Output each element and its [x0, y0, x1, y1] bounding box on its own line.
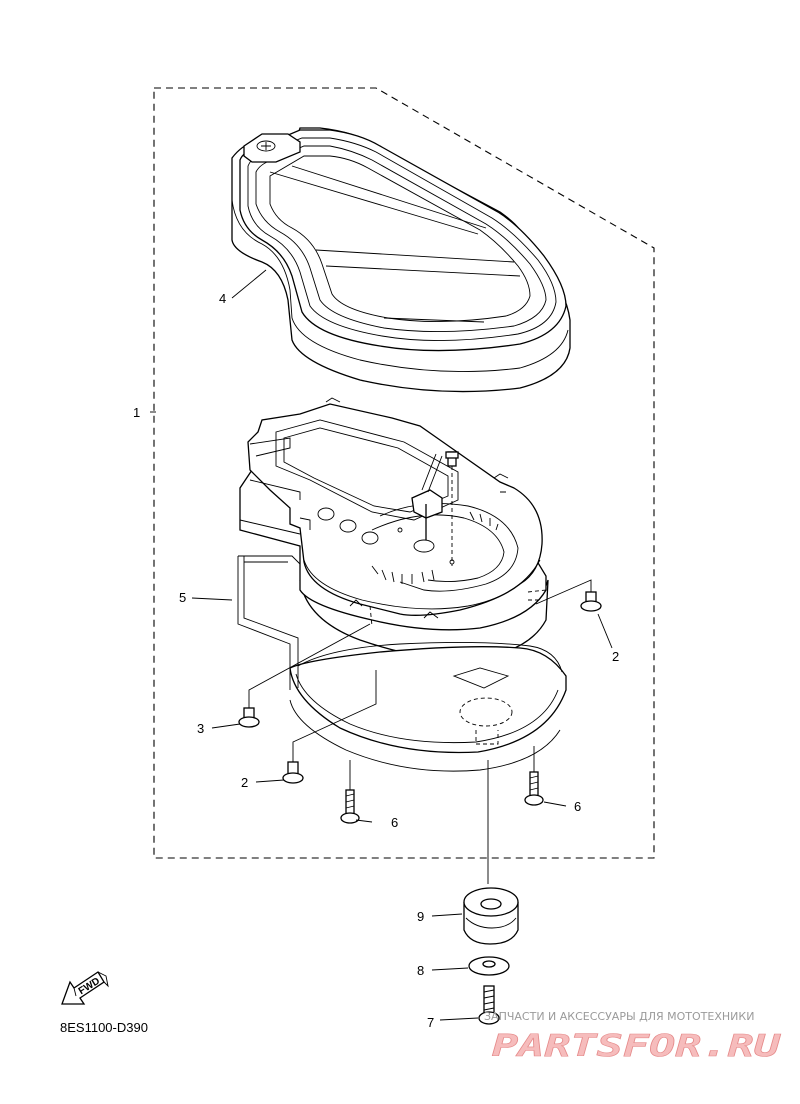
forward-arrow-icon: FWD: [61, 971, 109, 1005]
part-9-damper: [463, 887, 519, 945]
callout-2-left: 2: [241, 775, 248, 790]
callout-7: 7: [427, 1015, 434, 1030]
harness-outline: [237, 555, 301, 690]
callout-9: 9: [417, 909, 424, 924]
callout-4: 4: [219, 291, 226, 306]
part-6-screw-left: [340, 789, 360, 824]
watermark: ЗАПЧАСТИ И АКСЕССУАРЫ ДЛЯ МОТОТЕХНИКИ PA…: [484, 1010, 782, 1064]
watermark-brand: PARTSFOR.RU: [492, 1029, 781, 1064]
part-1-lower-case: [289, 641, 567, 772]
part-3-grommet: [238, 707, 260, 728]
callout-5: 5: [179, 590, 186, 605]
callout-8: 8: [417, 963, 424, 978]
watermark-subtitle: ЗАПЧАСТИ И АКСЕССУАРЫ ДЛЯ МОТОТЕХНИКИ: [484, 1010, 754, 1023]
callout-6-right: 6: [574, 799, 581, 814]
part-2-grommet-left: [282, 761, 304, 784]
assembly-boundary: [153, 87, 655, 859]
alignment-lines: [150, 411, 592, 884]
part-8-washer: [468, 956, 510, 976]
diagram-code: 8ES1100-D390: [60, 1020, 148, 1035]
part-2-grommet-right: [580, 591, 602, 612]
part-5-meter-body: [239, 397, 549, 660]
callout-6-left: 6: [391, 815, 398, 830]
callout-3: 3: [197, 721, 204, 736]
part-4-meter-cover: [231, 127, 571, 393]
part-7-bolt: [478, 985, 500, 1025]
callout-2-right: 2: [612, 649, 619, 664]
callout-leaders: [191, 269, 613, 1021]
callout-1: 1: [133, 405, 140, 420]
part-6-screw-right: [524, 771, 544, 806]
